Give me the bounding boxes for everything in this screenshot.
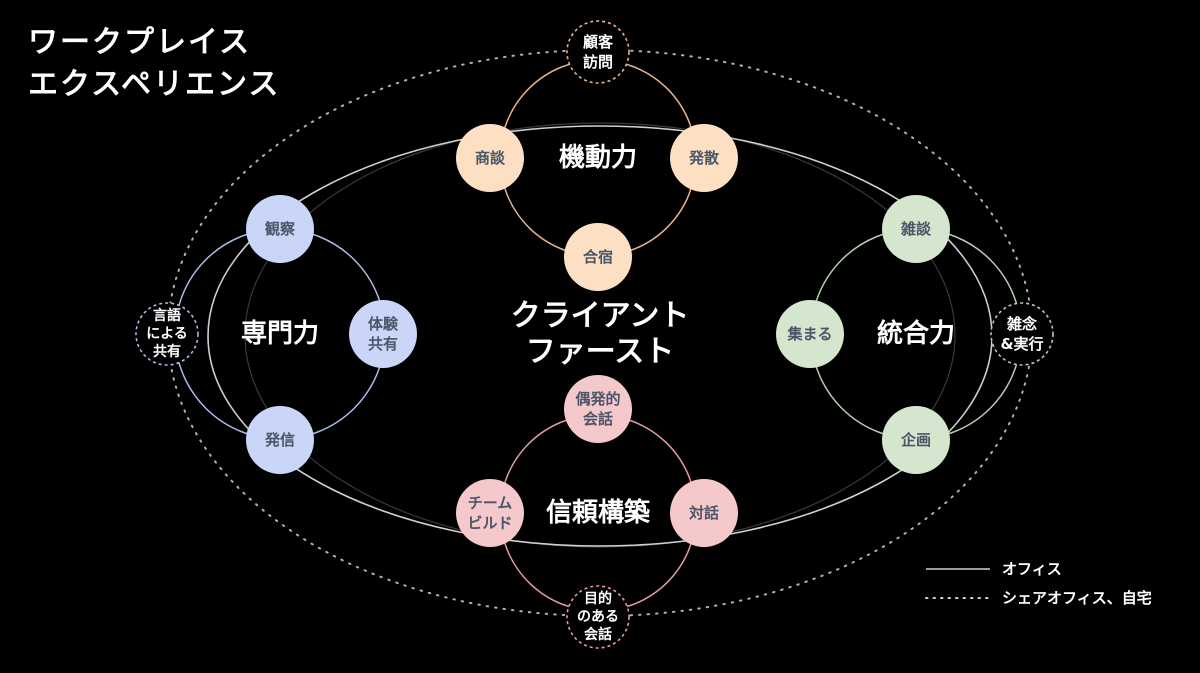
negotiation-text-0: 商談 xyxy=(475,149,506,167)
legend-remote-label: シェアオフィス、自宅 xyxy=(1002,589,1152,607)
observation-text-0: 観察 xyxy=(265,220,296,238)
planning-circle xyxy=(882,406,950,474)
verbal-sharing-circle xyxy=(135,302,199,366)
retreat-circle xyxy=(564,223,632,291)
purposeful-talk-circle xyxy=(566,585,630,649)
client-visit-text-0: 顧客 xyxy=(583,33,614,51)
planning-text-0: 企画 xyxy=(900,431,931,449)
chance-talk-text-0: 偶発的 xyxy=(575,390,620,408)
title-line-2: エクスペリエンス xyxy=(28,67,281,102)
divergence-text-0: 発散 xyxy=(688,149,720,167)
verbal-sharing-text-2: 共有 xyxy=(153,343,181,360)
gather-text-0: 集まる xyxy=(786,325,832,343)
title-line-1: ワークプレイス xyxy=(28,25,252,60)
experience-sharing-text-0: 体験 xyxy=(368,315,399,333)
verbal-sharing-text-0: 言語 xyxy=(153,307,181,324)
legend-office-label: オフィス xyxy=(1002,560,1062,578)
verbal-sharing-text-1: による xyxy=(146,326,188,342)
team-building-text-0: チーム xyxy=(468,494,513,512)
negotiation-circle xyxy=(456,124,524,192)
purposeful-talk-text-0: 目的 xyxy=(584,590,612,607)
experience-sharing-circle xyxy=(349,300,417,368)
broadcast-circle xyxy=(246,406,314,474)
page-title: ワークプレイス エクスペリエンス xyxy=(28,22,280,106)
focus-execution-circle xyxy=(990,302,1054,366)
expertise-label: 専門力 xyxy=(241,319,319,349)
purposeful-talk-text-1: のある xyxy=(577,609,619,625)
chance-talk-circle xyxy=(564,375,632,443)
mobility-label: 機動力 xyxy=(559,143,637,173)
team-building-text-1: ビルド xyxy=(467,514,512,532)
chance-talk-text-1: 会話 xyxy=(583,410,613,428)
team-building-circle xyxy=(456,479,524,547)
dialogue-text-0: 対話 xyxy=(688,504,719,522)
integration-label: 統合力 xyxy=(877,318,955,349)
dialogue-circle xyxy=(670,479,738,547)
chat-text-0: 雑談 xyxy=(900,220,932,238)
center-label-line-2: ファースト xyxy=(526,335,675,370)
client-visit-circle xyxy=(566,20,630,84)
center-label-line-1: クライアント xyxy=(511,299,690,334)
observation-circle xyxy=(246,195,314,263)
purposeful-talk-text-2: 会話 xyxy=(584,626,612,643)
gather-circle xyxy=(776,300,844,368)
focus-execution-text-0: 雑念 xyxy=(1006,315,1037,333)
experience-sharing-text-1: 共有 xyxy=(368,335,398,353)
divergence-circle xyxy=(670,124,738,192)
chat-circle xyxy=(882,195,950,263)
focus-execution-text-1: &実行 xyxy=(1000,335,1043,353)
retreat-text-0: 合宿 xyxy=(582,248,613,266)
broadcast-text-0: 発信 xyxy=(264,431,295,449)
client-visit-text-1: 訪問 xyxy=(583,53,613,71)
trust-label: 信頼構築 xyxy=(546,497,651,528)
inner-faint-ellipse xyxy=(244,122,956,548)
